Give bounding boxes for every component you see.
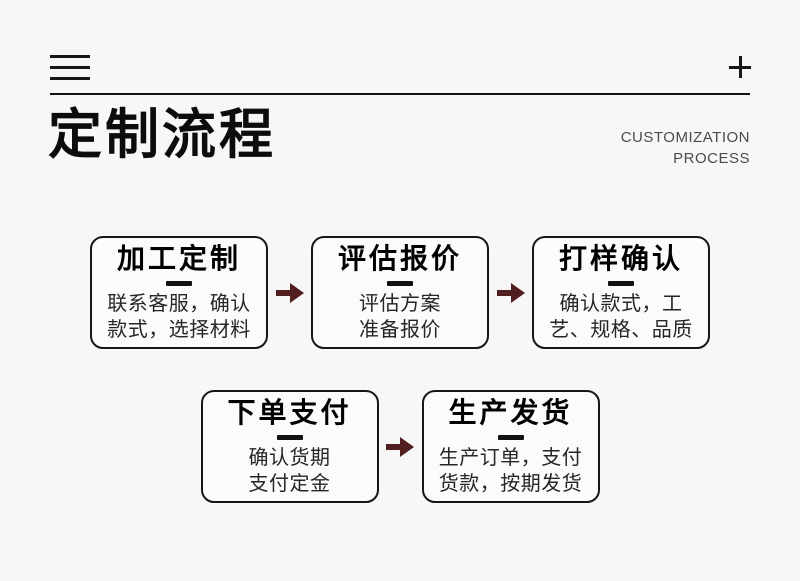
step-dash <box>497 434 524 440</box>
step-dash <box>608 280 634 286</box>
step-box-order-payment: 下单支付 确认货期 支付定金 <box>200 390 379 503</box>
step-title: 评估报价 <box>337 242 462 274</box>
step-dash <box>166 280 192 286</box>
header-divider <box>50 93 750 95</box>
menu-bar <box>50 77 90 80</box>
plus-icon <box>729 56 751 78</box>
step-description: 确认货期 支付定金 <box>248 446 331 495</box>
step-title: 生产发货 <box>448 396 573 428</box>
step-box-sample-confirmation: 打样确认 确认款式，工 艺、规格、品质 <box>532 236 710 349</box>
step-title: 下单支付 <box>227 396 352 428</box>
page-subtitle: CUSTOMIZATION PROCESS <box>621 127 750 169</box>
menu-bar <box>50 55 90 58</box>
step-title: 打样确认 <box>558 242 683 274</box>
step-box-processing-customization: 加工定制 联系客服，确认 款式，选择材料 <box>90 236 268 349</box>
flow-row-1: 加工定制 联系客服，确认 款式，选择材料 评估报价 评估方案 准备报价 <box>0 236 800 349</box>
flow-arrow-right-icon <box>268 236 311 349</box>
step-description: 生产订单，支付 货款，按期发货 <box>438 446 583 495</box>
flow-arrow-right-icon <box>489 236 532 349</box>
page-subtitle-line2: PROCESS <box>673 150 750 167</box>
step-title: 加工定制 <box>116 242 241 274</box>
hamburger-menu-icon <box>50 55 90 80</box>
process-flow-diagram: 加工定制 联系客服，确认 款式，选择材料 评估报价 评估方案 准备报价 <box>0 236 800 503</box>
step-description: 联系客服，确认 款式，选择材料 <box>107 292 251 341</box>
flow-arrow-right-icon <box>379 390 422 503</box>
step-box-production-shipping: 生产发货 生产订单，支付 货款，按期发货 <box>421 390 600 503</box>
flow-row-2: 下单支付 确认货期 支付定金 生产发货 生产订单，支付 货款，按期发货 <box>0 390 800 503</box>
step-box-evaluate-quote: 评估报价 评估方案 准备报价 <box>311 236 489 349</box>
page-subtitle-line1: CUSTOMIZATION <box>620 129 750 146</box>
step-description: 确认款式，工 艺、规格、品质 <box>549 292 693 341</box>
step-dash <box>276 434 303 440</box>
step-dash <box>387 280 413 286</box>
page-title: 定制流程 <box>48 105 276 165</box>
menu-bar <box>50 66 90 69</box>
step-description: 评估方案 准备报价 <box>359 292 441 341</box>
